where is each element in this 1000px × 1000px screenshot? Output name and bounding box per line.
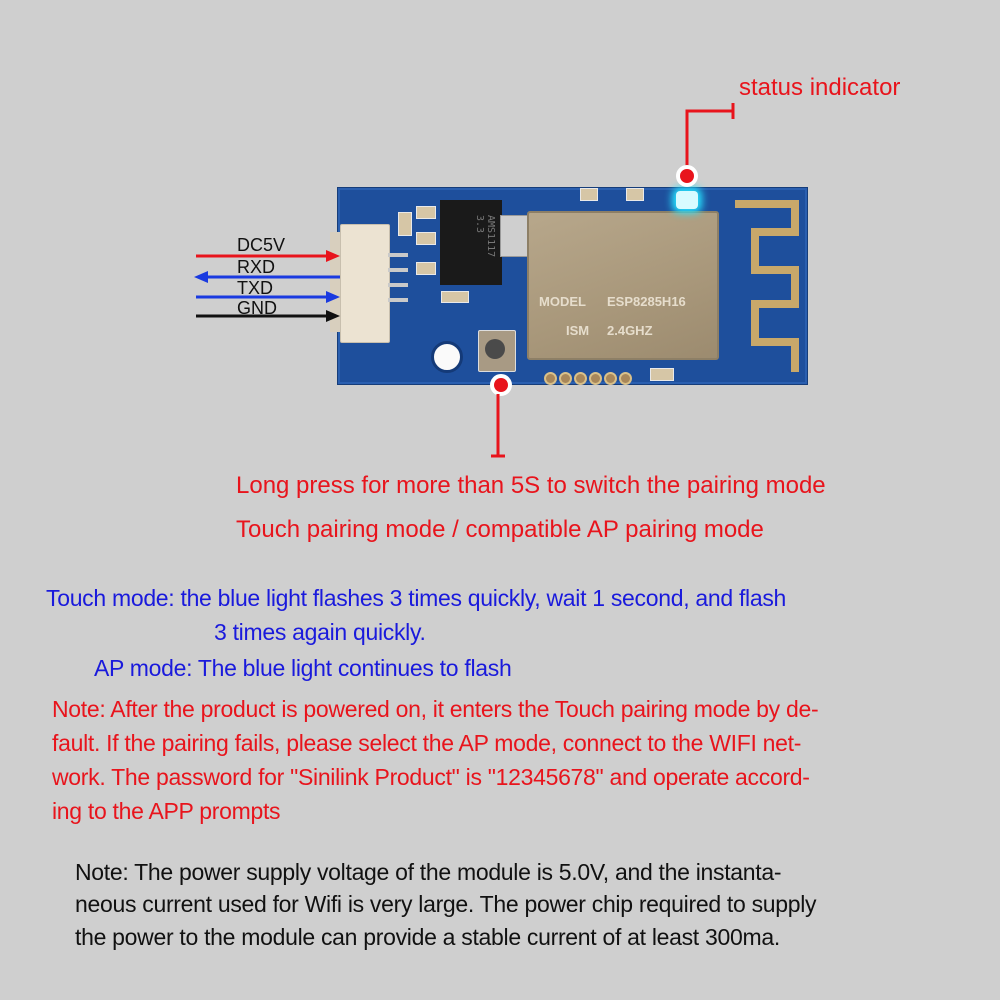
smd-component (626, 188, 644, 201)
connector-pin (388, 283, 408, 287)
programming-pads (544, 370, 634, 389)
model-label: MODEL (539, 294, 586, 309)
power-note-line: Note: The power supply voltage of the mo… (75, 859, 782, 885)
connector-pin (388, 298, 408, 302)
pairing-note-line: ing to the APP prompts (52, 798, 281, 824)
wire-label-dc5v: DC5V (237, 235, 286, 255)
power-note-line: neous current used for Wifi is very larg… (75, 891, 817, 917)
pairing-button[interactable] (478, 330, 516, 372)
status-indicator-label: status indicator (739, 74, 901, 101)
status-callout-line (685, 103, 735, 177)
mounting-hole (431, 341, 463, 373)
voltage-regulator-chip (440, 200, 502, 285)
regulator-tab (500, 215, 530, 257)
touch-mode-description-cont: 3 times again quickly. (214, 619, 426, 645)
4-pin-connector (340, 224, 390, 343)
smd-component (416, 206, 436, 219)
smd-component (416, 262, 436, 275)
touch-mode-description: Touch mode: the blue light flashes 3 tim… (46, 585, 787, 611)
status-led-icon (676, 191, 698, 209)
wire-label-txd: TXD (237, 278, 273, 298)
pairing-note-line: work. The password for "Sinilink Product… (52, 764, 810, 790)
pcb-antenna-icon (735, 200, 799, 372)
rf-shield-can (527, 211, 719, 360)
frequency-value: 2.4GHZ (607, 323, 653, 338)
ism-label: ISM (566, 323, 590, 338)
wire-label-rxd: RXD (237, 257, 276, 277)
pairing-note-line: Note: After the product is powered on, i… (52, 696, 819, 722)
pairing-note-line: fault. If the pairing fails, please sele… (52, 730, 802, 756)
ap-mode-description: AP mode: The blue light continues to fla… (94, 655, 512, 681)
smd-component (650, 368, 674, 381)
power-note-line: the power to the module can provide a st… (75, 924, 780, 950)
smd-component (398, 212, 412, 236)
pairing-modes-label: Touch pairing mode / compatible AP pairi… (236, 516, 764, 543)
button-callout-dot (490, 374, 512, 396)
smd-component (441, 291, 469, 303)
smd-component (580, 188, 598, 201)
button-callout-line (491, 394, 505, 458)
connector-pin (388, 253, 408, 257)
regulator-marking: AMS1117 3.3 (474, 215, 496, 258)
wire-arrows (194, 250, 340, 322)
wire-label-gnd: GND (237, 298, 277, 318)
smd-component (416, 232, 436, 245)
connector-pin (388, 268, 408, 272)
model-value: ESP8285H16 (607, 294, 686, 309)
status-callout-dot (676, 165, 698, 187)
long-press-instruction: Long press for more than 5S to switch th… (236, 472, 826, 499)
pairing-button-cap[interactable] (485, 339, 505, 359)
